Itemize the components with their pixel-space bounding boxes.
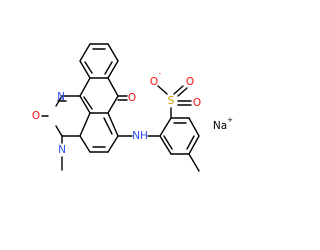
bond xyxy=(157,85,168,95)
bond xyxy=(79,135,91,153)
bond xyxy=(107,60,119,79)
bond-layer xyxy=(41,43,200,172)
bond xyxy=(107,95,119,114)
bond xyxy=(159,117,172,137)
bond xyxy=(79,77,91,97)
carbonyl-oxygen-left-label: O xyxy=(32,110,40,122)
nitrogen-methyl-label: N xyxy=(58,144,66,156)
sulfonate-oxygen-top-left-label: O xyxy=(150,76,158,88)
bond xyxy=(163,135,173,150)
sodium-label: Na xyxy=(213,120,227,132)
bond xyxy=(173,85,184,95)
bond xyxy=(188,135,200,155)
sodium-positive-charge: + xyxy=(227,116,233,124)
bond xyxy=(104,61,113,75)
sulfur-label: S xyxy=(168,95,175,107)
bond xyxy=(79,43,91,62)
amine-label: NH xyxy=(132,130,148,142)
bond xyxy=(79,112,91,137)
bond xyxy=(107,43,119,62)
bond xyxy=(107,77,119,97)
atom-label-layer: N O N O NH S O - O O Na + xyxy=(32,70,233,156)
bond xyxy=(188,117,200,137)
bond xyxy=(55,125,63,137)
sulfonate-oxygen-right-label: O xyxy=(193,97,201,109)
bond xyxy=(177,87,188,97)
bond xyxy=(107,112,119,137)
bond xyxy=(79,95,91,114)
nitrogen-ring-label: N xyxy=(57,91,65,103)
bond xyxy=(79,60,91,79)
bond xyxy=(83,96,93,110)
structure-canvas: N O N O NH S O - O O Na + xyxy=(32,43,233,172)
bond xyxy=(186,135,195,150)
bond xyxy=(84,61,93,74)
sulfonate-oxygen-negative-charge: - xyxy=(159,70,162,78)
bond xyxy=(188,153,200,172)
sulfonate-oxygen-top-right-label: O xyxy=(186,76,194,88)
bond xyxy=(107,135,119,153)
ketone-oxygen-label: O xyxy=(128,92,136,104)
molecule-structure: N O N O NH S O - O O Na + xyxy=(32,43,233,172)
bond xyxy=(159,135,172,155)
bond xyxy=(103,117,113,135)
